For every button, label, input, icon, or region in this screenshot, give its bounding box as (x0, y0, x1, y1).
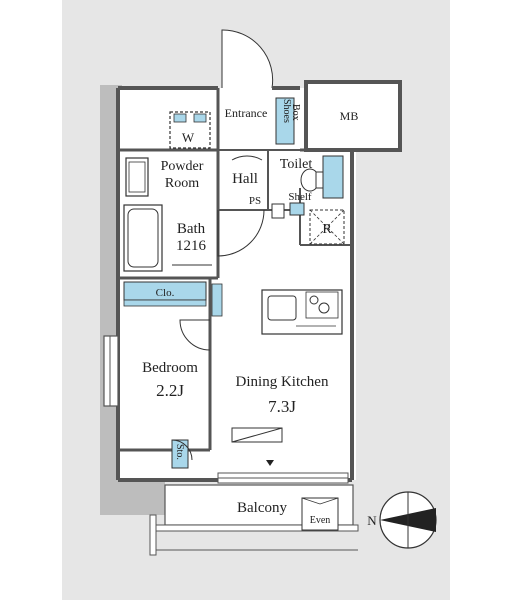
window-marker-icon (266, 460, 274, 466)
storage-label: Sto. (174, 444, 185, 460)
bath-label: Bath (177, 221, 206, 237)
hall-door-arc (231, 155, 263, 161)
balcony: Balcony Even (149, 484, 359, 556)
outer-wall-bottom-left (100, 480, 165, 515)
storage-door-arc (171, 439, 193, 461)
storage: Sto. (171, 439, 193, 469)
bedroom-size: 2.2J (156, 381, 184, 400)
mb-box: MB (304, 80, 402, 152)
bath-size: 1216 (176, 238, 207, 254)
toilet-label: Toilet (280, 157, 313, 172)
bedroom: Bedroom 2.2J (103, 319, 211, 407)
bedroom-label: Bedroom (142, 360, 198, 376)
balcony-label: Balcony (237, 500, 287, 516)
powder-room: Powder Room (125, 157, 204, 197)
washer-label: W (182, 130, 195, 145)
washer-space: W (169, 111, 211, 149)
entrance-label: Entrance (225, 106, 268, 120)
shelf-box (289, 202, 305, 216)
refrigerator: R (309, 209, 345, 245)
shoes-box-label-2: Box (290, 104, 301, 121)
evacuation-label: Even (310, 515, 331, 526)
bath-room: Bath 1216 (123, 204, 265, 272)
entrance-door-swing (221, 29, 274, 89)
powder-label-1: Powder (161, 159, 204, 174)
shoes-box: Shoes Box (275, 97, 301, 145)
refrigerator-label: R (322, 222, 332, 237)
toilet-room: Toilet (280, 155, 344, 199)
hall-label: Hall (232, 171, 258, 187)
compass-icon: N (367, 491, 437, 549)
dk-size: 7.3J (268, 397, 296, 416)
closet: Clo. (123, 281, 223, 317)
bath-door-arc (217, 209, 265, 257)
shelf-label: Shelf (288, 191, 312, 203)
ps-label: PS (249, 195, 261, 207)
powder-label-2: Room (165, 176, 199, 191)
bedroom-door-arc (179, 319, 211, 351)
mb-label: MB (340, 109, 359, 123)
dk-label: Dining Kitchen (236, 374, 329, 390)
closet-label: Clo. (156, 287, 175, 299)
kitchen-counter (261, 289, 343, 335)
ps-box (271, 203, 285, 219)
shoes-box-label-1: Shoes (281, 99, 292, 123)
balcony-window (217, 472, 349, 484)
compass-north-label: N (367, 513, 377, 528)
evacuation-hatch (301, 497, 339, 531)
